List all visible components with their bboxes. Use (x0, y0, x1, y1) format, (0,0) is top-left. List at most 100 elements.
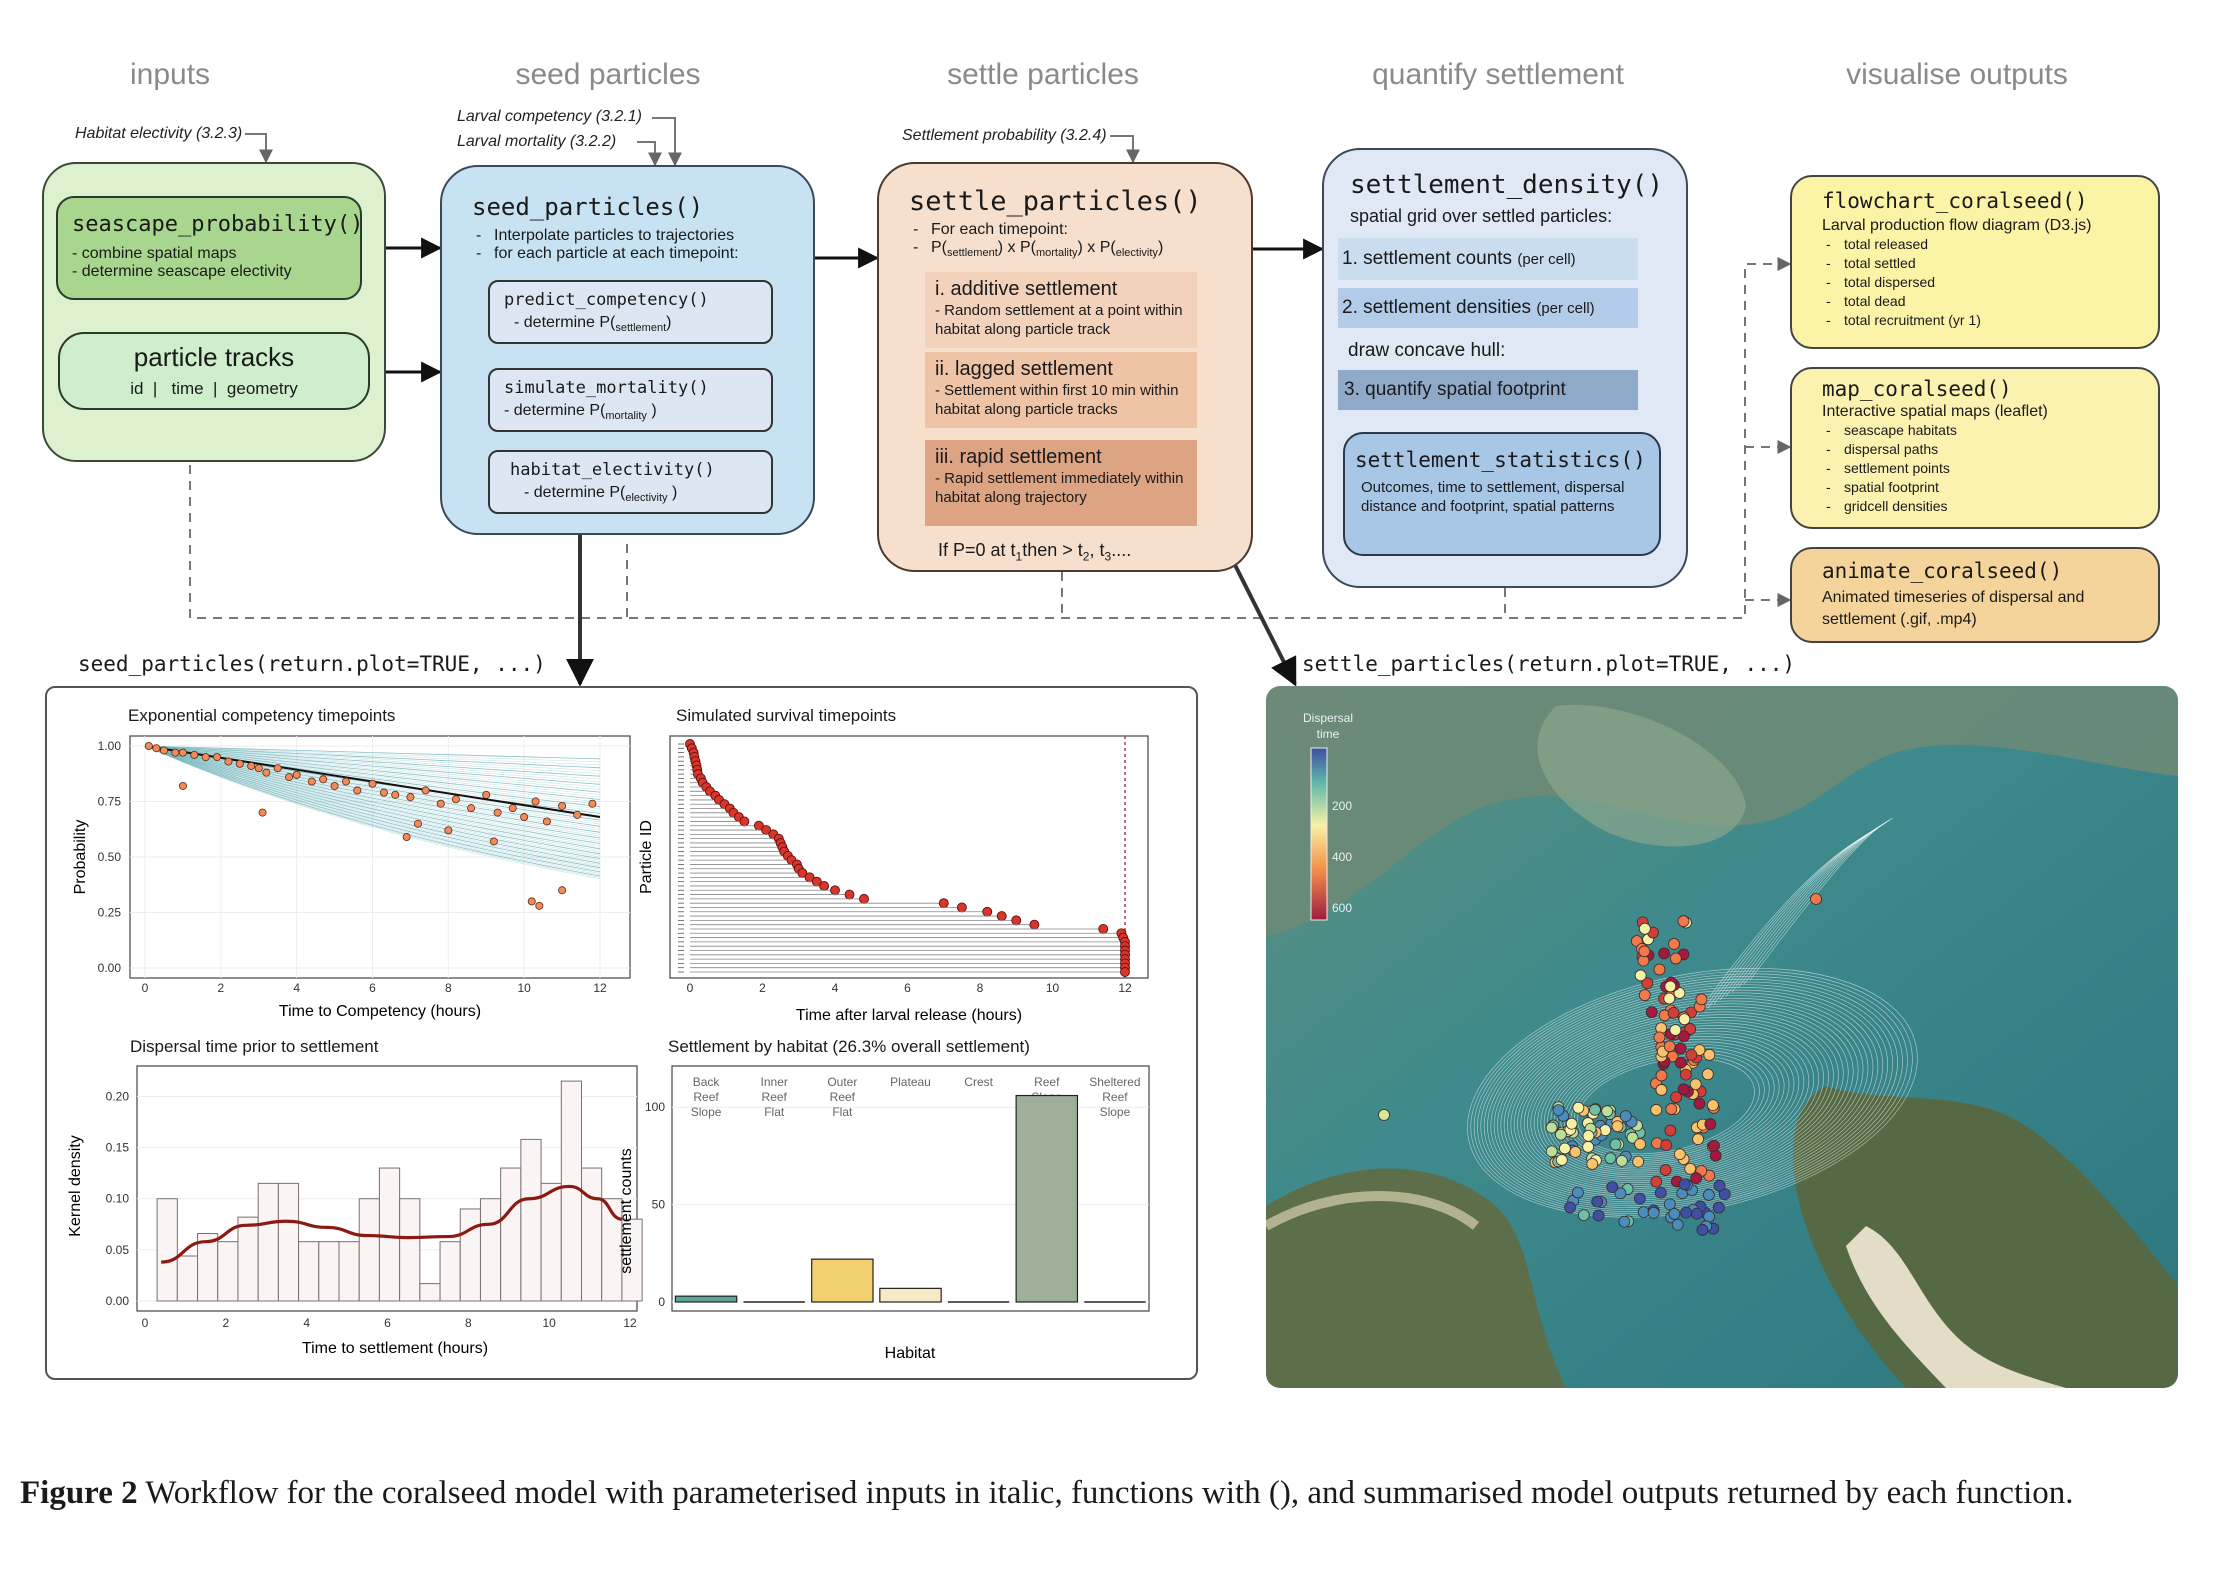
settlement-point (1680, 1206, 1693, 1219)
settlement-point (1650, 1104, 1663, 1116)
axis-label: settlement counts (618, 1148, 635, 1273)
tick-label: 0.05 (106, 1243, 130, 1257)
axis-label: Time after larval release (hours) (796, 1007, 1022, 1024)
data-point (368, 779, 377, 788)
histogram-bar (520, 1138, 542, 1302)
data-point (159, 746, 168, 755)
settlement-point (1663, 1040, 1676, 1053)
settle-footer: If P=0 at t1then > t2, t3.... (938, 540, 1132, 564)
competency-curve (144, 745, 601, 870)
settlement-point (1669, 1024, 1682, 1036)
habitat-label: Reef (1034, 1075, 1060, 1089)
settlement-point (1638, 989, 1651, 1002)
competency-curve (144, 745, 601, 835)
data-point (956, 902, 967, 913)
data-point (1120, 967, 1130, 977)
legend-title: Dispersal (1303, 711, 1353, 725)
settlement-point (1659, 1164, 1672, 1176)
histogram-bar (257, 1182, 279, 1302)
data-point (819, 881, 830, 891)
data-point (520, 813, 529, 822)
competency-curve (144, 745, 601, 875)
competency-curve (144, 745, 601, 851)
histogram-bar (318, 1241, 340, 1302)
histogram-bar (479, 1198, 502, 1302)
habitat-bar (879, 1287, 942, 1303)
settlement-statistics-box[interactable]: settlement_statistics() Outcomes, time t… (1343, 432, 1661, 556)
data-point (178, 748, 187, 757)
tick-label: 0 (658, 1295, 665, 1309)
rapid-settlement-title: iii. rapid settlement (935, 446, 1102, 468)
animate-coralseed-desc: Animated timeseries of dispersal and set… (1822, 589, 2085, 628)
settlement-densities-row: 2. settlement densities (per cell) (1338, 288, 1638, 328)
data-point (527, 897, 536, 906)
tick-label: 6 (384, 1316, 391, 1330)
competency-curve (144, 745, 601, 859)
axis-label: Habitat (885, 1345, 936, 1362)
settlement-point (1678, 1178, 1691, 1191)
legend-tick: 400 (1332, 850, 1352, 864)
settlement-point (1589, 1103, 1601, 1116)
histogram-bar (621, 1218, 643, 1302)
habitat-electivity-box[interactable]: habitat_electivity() - determine P(elect… (488, 450, 773, 514)
habitat-electivity-fn: habitat_electivity() (510, 460, 715, 480)
data-point (421, 786, 430, 795)
dispersal-track (1507, 1000, 1859, 1195)
competency-curve (144, 745, 601, 864)
competency-curve (144, 745, 601, 782)
settlement-point (1634, 969, 1647, 982)
dispersal-map[interactable]: Dispersal time 200 400 600 (1266, 686, 2178, 1388)
flowchart-coralseed-box[interactable]: flowchart_coralseed() Larval production … (1790, 175, 2160, 349)
output-item: total dispersed (1822, 273, 2158, 292)
data-point (542, 817, 551, 826)
settlement-point (1565, 1117, 1578, 1130)
data-point (307, 777, 316, 786)
data-point (258, 808, 267, 817)
map-coralseed-box[interactable]: map_coralseed() Interactive spatial maps… (1790, 367, 2160, 529)
settlement-point (1653, 1031, 1666, 1044)
competency-curve (144, 745, 601, 798)
seascape-probability-box[interactable]: seascape_probability() - combine spatial… (56, 196, 363, 300)
simulate-mortality-box[interactable]: simulate_mortality() - determine P(morta… (488, 368, 773, 432)
output-item: dispersal paths (1822, 440, 2158, 459)
data-point (190, 750, 199, 759)
histogram-bar (399, 1198, 421, 1302)
settlement-point (1614, 1187, 1627, 1200)
data-point (213, 753, 222, 762)
data-point (1011, 915, 1022, 926)
stage-heading-inputs: inputs (129, 58, 211, 91)
predict-competency-box[interactable]: predict_competency() - determine P(settl… (488, 280, 773, 344)
tick-label: 4 (303, 1316, 310, 1330)
animate-coralseed-fn: animate_coralseed() (1822, 559, 2063, 583)
settlement-point (1664, 980, 1677, 993)
particle-tracks-box[interactable]: particle tracks id | time | geometry (58, 332, 370, 410)
histogram-bar (459, 1208, 481, 1302)
habitat-label: Slope (1100, 1105, 1131, 1119)
settlement-point (1591, 1195, 1604, 1208)
settlement-point (1677, 1083, 1690, 1096)
settlement-point (1604, 1152, 1617, 1165)
histogram-bar (237, 1216, 259, 1302)
data-point (436, 799, 445, 808)
data-point (482, 790, 491, 799)
data-point (508, 804, 517, 813)
tick-label: 12 (1118, 981, 1132, 995)
settlement-point (1693, 1097, 1706, 1110)
animate-coralseed-box[interactable]: animate_coralseed() Animated timeseries … (1790, 547, 2160, 643)
settlement-point (1611, 1120, 1624, 1133)
settlement-point (1592, 1209, 1605, 1222)
settlement-statistics-desc: Outcomes, time to settlement, dispersal … (1361, 479, 1625, 515)
concave-hull-label: draw concave hull: (1348, 340, 1506, 361)
settlement-point (1626, 1131, 1639, 1144)
settlement-point (1653, 963, 1666, 976)
seed-bullet-1: Interpolate particles to trajectories (472, 227, 813, 245)
plot-title: Simulated survival timepoints (676, 706, 897, 725)
habitat-label: Inner (761, 1075, 788, 1089)
stage-heading-settle: settle particles (947, 58, 1139, 91)
settlement-point (1586, 1158, 1599, 1170)
histogram-bar (217, 1241, 239, 1302)
settlement-point (1645, 1006, 1658, 1019)
settlement-point (1664, 1124, 1677, 1137)
habitat-label: Reef (762, 1090, 788, 1104)
